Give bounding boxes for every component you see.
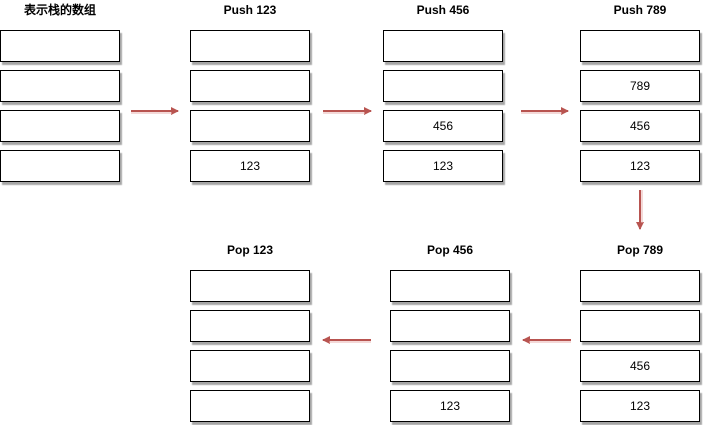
panel-title: Pop 123 <box>226 243 274 257</box>
arrow-pop789-to-pop456 <box>522 336 571 344</box>
arrow-push123-to-push456 <box>323 107 372 115</box>
stack-cell <box>190 110 310 142</box>
stack-cell <box>0 150 120 182</box>
panel-title: Push 789 <box>613 3 667 17</box>
panel-title: Pop 456 <box>426 243 474 257</box>
stack-cell: 123 <box>580 390 700 422</box>
stack-cell <box>383 30 503 62</box>
arrow-array-to-push123 <box>131 107 179 115</box>
stack-cell <box>580 30 700 62</box>
panel-title: Push 123 <box>223 3 277 17</box>
panel-push-456: Push 456 456 123 <box>383 0 503 183</box>
stack-cell <box>190 270 310 302</box>
stack-cell: 123 <box>383 150 503 182</box>
stack-cell: 456 <box>580 350 700 382</box>
stack-cell <box>580 310 700 342</box>
stack-cell: 123 <box>580 150 700 182</box>
panel-pop-789: Pop 789 456 123 <box>580 240 700 423</box>
panel-push-789: Push 789 789 456 123 <box>580 0 700 183</box>
panel-title: Pop 789 <box>616 243 664 257</box>
stack-cell <box>383 70 503 102</box>
stack-cell: 456 <box>383 110 503 142</box>
stack-cell <box>0 70 120 102</box>
stack-cell <box>390 310 510 342</box>
stack-cell <box>190 390 310 422</box>
stack-cell <box>0 110 120 142</box>
arrow-push456-to-push789 <box>521 107 569 115</box>
stack-cell <box>190 70 310 102</box>
stack-cell <box>190 350 310 382</box>
arrow-pop456-to-pop123 <box>322 336 371 344</box>
panel-stack-array: 表示栈的数组 <box>0 0 120 183</box>
panel-pop-456: Pop 456 123 <box>390 240 510 423</box>
stack-cell <box>390 270 510 302</box>
panel-pop-123: Pop 123 <box>190 240 310 423</box>
stack-cell: 789 <box>580 70 700 102</box>
stack-cell: 456 <box>580 110 700 142</box>
stack-cell: 123 <box>390 390 510 422</box>
stack-cell <box>390 350 510 382</box>
arrow-push789-to-pop789 <box>636 190 644 230</box>
panel-title: 表示栈的数组 <box>23 3 96 17</box>
panel-title: Push 456 <box>416 3 470 17</box>
stack-cell <box>580 270 700 302</box>
stack-cell <box>190 310 310 342</box>
stack-cell: 123 <box>190 150 310 182</box>
stack-cell <box>190 30 310 62</box>
panel-push-123: Push 123 123 <box>190 0 310 183</box>
stack-cell <box>0 30 120 62</box>
